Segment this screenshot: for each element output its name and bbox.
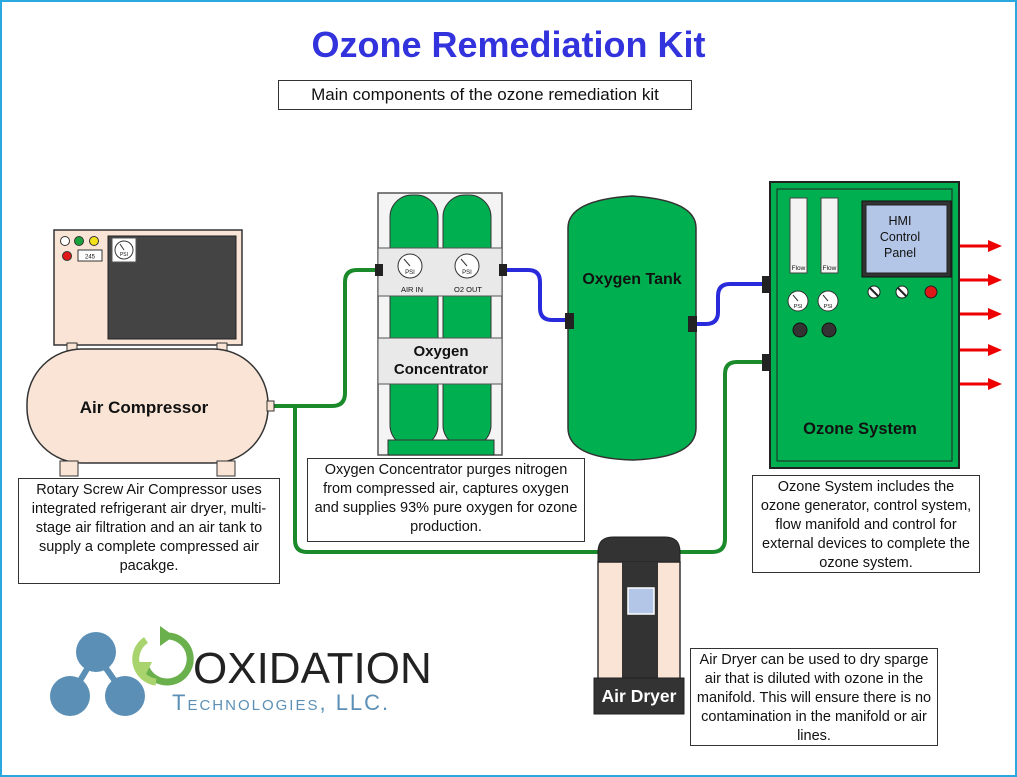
pipe-dryer-to-ozone-system	[680, 360, 766, 554]
air-compressor: 245 PSI Air Compressor	[26, 229, 275, 477]
flow-label-2: Flow	[823, 265, 837, 272]
ozone-system: Flow Flow PSI PSI HMI Control Panel Ozon…	[762, 181, 960, 469]
concentrator-gauge-left-needle	[403, 258, 411, 267]
red-indicator-light	[62, 251, 72, 261]
air-compressor-label: Air Compressor	[80, 398, 209, 417]
company-logo: OXIDATION Technologies, LLC.	[50, 626, 432, 716]
tank-outlet-port	[688, 316, 697, 332]
pipe-concentrator-to-tank	[507, 268, 568, 322]
page-subtitle: Main components of the ozone remediation…	[278, 80, 692, 110]
dryer-cap	[597, 536, 681, 563]
selector-switch-1-handle	[869, 287, 879, 297]
ozone-gauge-1-label: PSI	[794, 304, 803, 310]
concentrator-base	[387, 439, 495, 456]
concentrator-manifold	[377, 247, 503, 297]
ozone-knob-2	[821, 322, 837, 338]
logo-tagline: Technologies, LLC.	[172, 690, 390, 715]
oxygen-concentrator-description: Oxygen Concentrator purges nitrogen from…	[307, 458, 585, 542]
oxygen-tank-label: Oxygen Tank	[582, 271, 681, 288]
compressor-foot-left	[59, 460, 79, 477]
compressor-display-value: 245	[85, 255, 96, 261]
concentrator-inlet-port	[375, 264, 383, 276]
output-arrow-icon	[960, 240, 1002, 252]
air-dryer-label: Air Dryer	[602, 686, 677, 706]
ozone-oxygen-inlet-port	[762, 276, 771, 293]
compressor-foot-right	[216, 460, 236, 477]
ozone-system-description: Ozone System includes the ozone generato…	[752, 475, 980, 573]
concentrator-gauge-right-needle	[460, 258, 468, 267]
o2-out-label: O2 OUT	[454, 285, 482, 294]
pipe-compressor-to-concentrator	[270, 268, 378, 408]
compressor-gauge-needle	[119, 243, 125, 251]
concentrator-cylinder-right	[442, 194, 492, 448]
logo-molecule-top	[76, 632, 116, 672]
ozone-system-inner-border	[776, 188, 953, 462]
ozone-system-label: Ozone System	[803, 420, 917, 438]
ozone-output-arrows	[960, 240, 1002, 390]
compressor-display	[77, 249, 103, 262]
ozone-gauge-1-needle	[792, 294, 799, 302]
ozone-gauge-2-label: PSI	[824, 304, 833, 310]
compressor-outlet-port	[266, 400, 275, 412]
page-title: Ozone Remediation Kit	[311, 24, 706, 65]
flow-meter-1	[789, 197, 808, 274]
oxygen-concentrator: PSI PSI AIR IN O2 OUT Oxygen Concentrato…	[375, 192, 507, 456]
dryer-indicator-window	[627, 587, 655, 615]
flow-label-1: Flow	[792, 265, 806, 272]
concentrator-label-line2: Concentrator	[394, 361, 488, 378]
pipe-tank-to-ozone-system	[695, 282, 766, 326]
logo-name: OXIDATION	[193, 644, 432, 693]
logo-molecule-left	[50, 676, 90, 716]
compressor-gauge-label: PSI	[120, 252, 128, 258]
hmi-label-line1: HMI	[889, 214, 912, 228]
concentrator-label-line1: Oxygen	[413, 343, 468, 360]
dryer-base	[593, 677, 685, 715]
selector-switch-2-handle	[897, 287, 907, 297]
output-arrow-icon	[960, 344, 1002, 356]
oxygen-tank-body	[567, 195, 697, 461]
concentrator-gauge-right-label: PSI	[462, 270, 472, 276]
concentrator-gauge-left-label: PSI	[405, 270, 415, 276]
pipe-compressor-to-dryer	[293, 406, 598, 554]
logo-recycle-o-icon	[132, 626, 194, 686]
logo-molecule-right	[105, 676, 145, 716]
air-in-label: AIR IN	[401, 285, 423, 294]
green-indicator-light	[74, 236, 84, 246]
air-dryer-description: Air Dryer can be used to dry sparge air …	[690, 648, 938, 746]
output-arrow-icon	[960, 308, 1002, 320]
tank-inlet-port	[565, 313, 574, 329]
hmi-screen	[865, 204, 948, 274]
concentrator-label-panel	[377, 337, 503, 385]
output-arrow-icon	[960, 274, 1002, 286]
air-dryer: Air Dryer	[593, 536, 685, 715]
concentrator-cylinder-left	[389, 194, 439, 448]
hmi-label-line3: Panel	[884, 246, 916, 260]
ozone-knob-1	[792, 322, 808, 338]
white-indicator-light	[60, 236, 70, 246]
concentrator-outlet-port	[499, 264, 507, 276]
flow-meter-2	[820, 197, 839, 274]
hmi-label-line2: Control	[880, 230, 920, 244]
oxygen-tank: Oxygen Tank	[565, 195, 697, 461]
yellow-indicator-light	[89, 236, 99, 246]
output-arrow-icon	[960, 378, 1002, 390]
ozone-air-inlet-port	[762, 354, 771, 371]
air-compressor-description: Rotary Screw Air Compressor uses integra…	[18, 478, 280, 584]
ozone-gauge-2-needle	[822, 294, 829, 302]
red-stop-button-icon	[924, 285, 938, 299]
